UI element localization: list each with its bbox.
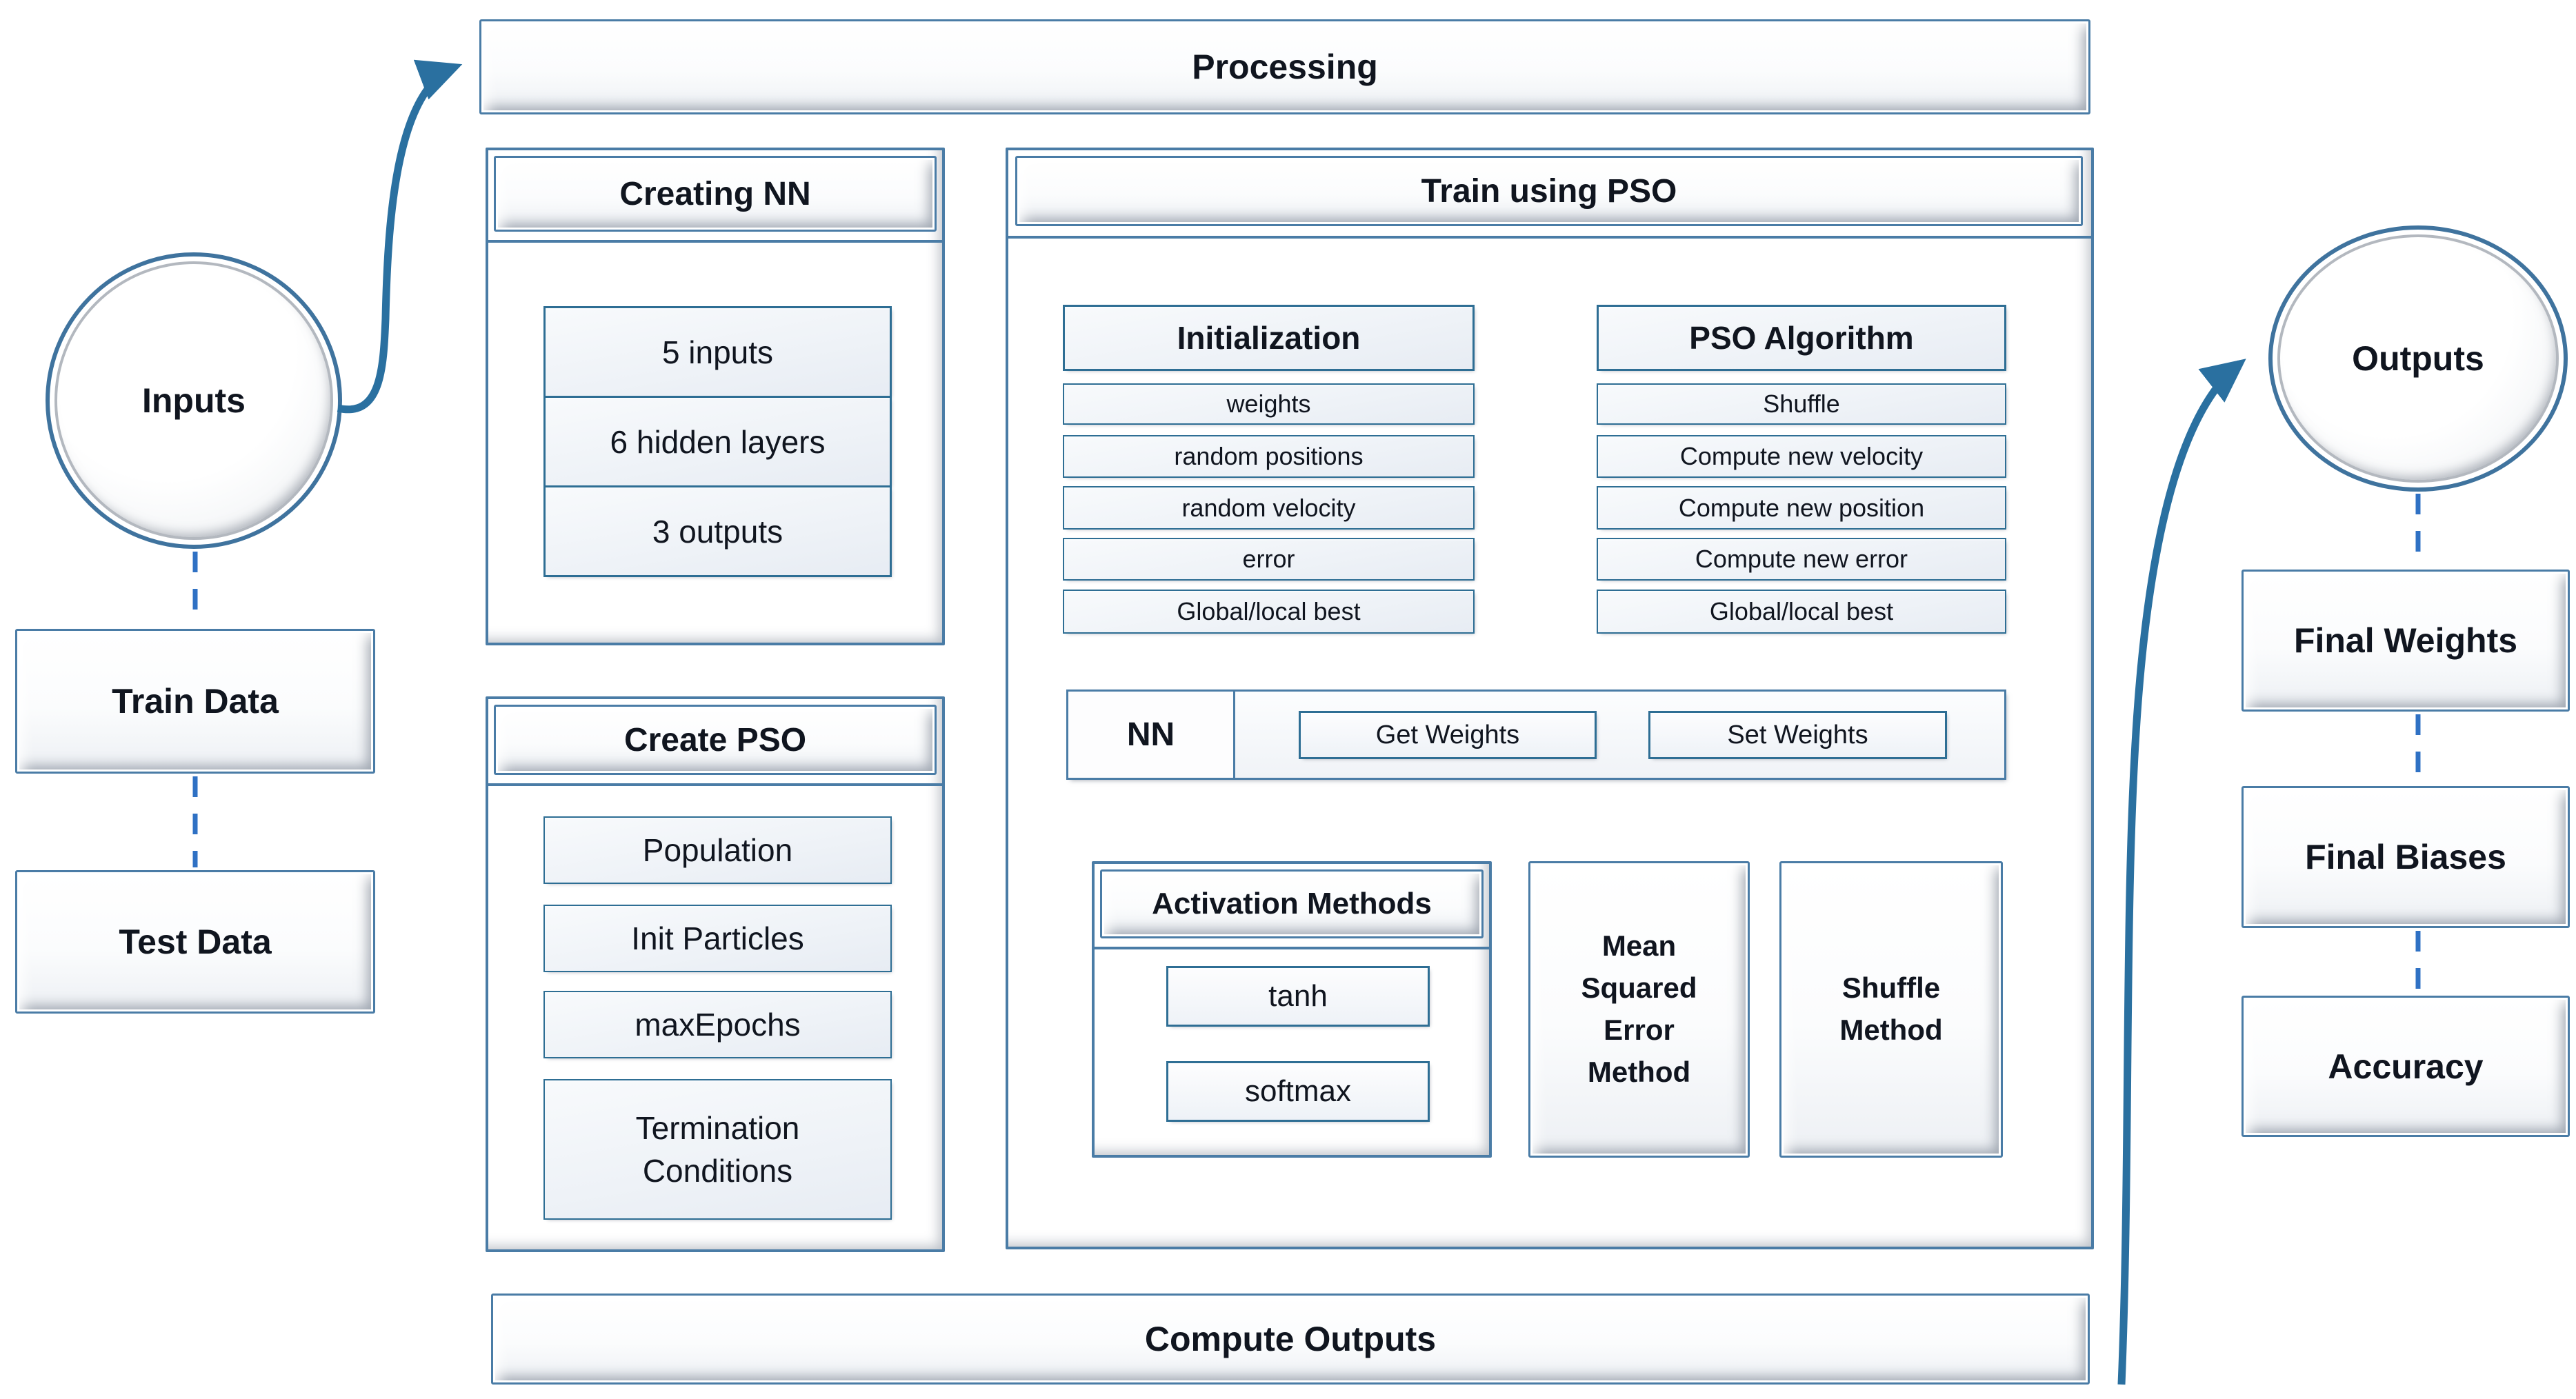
pso-new-error-row: Compute new error (1597, 538, 2006, 581)
nn-hidden-layers-label: 6 hidden layers (610, 423, 826, 460)
creating-nn-header-band (488, 150, 942, 243)
max-epochs-label: maxEpochs (635, 1007, 801, 1043)
test-data-label: Test Data (119, 923, 272, 961)
init-random-velocity-label: random velocity (1181, 493, 1356, 522)
mean-squared-error-method-label: Mean Squared Error Method (1581, 929, 1697, 1088)
final-biases-box: Final Biases (2241, 786, 2570, 928)
init-error-row: error (1063, 538, 1475, 581)
processing-label: Processing (1192, 48, 1378, 86)
pso-new-position-row: Compute new position (1597, 486, 2006, 530)
nn-hidden-layers-cell: 6 hidden layers (543, 396, 892, 487)
get-weights-label: Get Weights (1375, 720, 1520, 749)
pso-shuffle-label: Shuffle (1763, 390, 1840, 418)
train-pso-container: Train using PSO Initialization weights r… (1006, 148, 2094, 1249)
activation-title: Activation Methods (1152, 887, 1432, 920)
nn-cell: NN (1068, 692, 1235, 778)
inputs-terminal: Inputs (46, 252, 342, 549)
train-pso-title-box: Train using PSO (1015, 156, 2083, 226)
init-error-label: error (1242, 545, 1295, 573)
init-particles-box: Init Particles (543, 905, 892, 972)
inputs-terminal-inner: Inputs (54, 261, 333, 540)
tanh-label: tanh (1268, 979, 1328, 1013)
init-weights-row: weights (1063, 383, 1475, 425)
init-random-velocity-row: random velocity (1063, 486, 1475, 530)
accuracy-box: Accuracy (2241, 996, 2570, 1137)
activation-title-box: Activation Methods (1100, 869, 1484, 938)
activation-header-band (1095, 864, 1489, 949)
train-pso-title: Train using PSO (1421, 172, 1677, 210)
create-pso-title-box: Create PSO (494, 705, 937, 775)
create-pso-container: Create PSO Population Init Particles max… (486, 696, 945, 1252)
pso-new-error-label: Compute new error (1695, 545, 1908, 573)
creating-nn-title-box: Creating NN (494, 156, 937, 232)
nn-cell-label: NN (1126, 716, 1175, 753)
pso-global-local-best-row: Global/local best (1597, 590, 2006, 634)
arrow-inputs-to-processing (337, 59, 463, 414)
create-pso-header-band (488, 699, 942, 786)
train-data-box: Train Data (15, 629, 375, 774)
outputs-label: Outputs (2352, 339, 2484, 378)
mean-squared-error-method-box: Mean Squared Error Method (1528, 861, 1750, 1158)
termination-conditions-box: Termination Conditions (543, 1079, 892, 1220)
pso-algorithm-header: PSO Algorithm (1597, 305, 2006, 371)
population-label: Population (642, 832, 793, 868)
nn-outputs-cell: 3 outputs (543, 485, 892, 577)
outputs-terminal: Outputs (2268, 225, 2568, 492)
pso-global-local-best-label: Global/local best (1709, 597, 1894, 625)
inputs-label: Inputs (142, 381, 246, 420)
creating-nn-container: Creating NN 5 inputs 6 hidden layers 3 o… (486, 148, 945, 645)
outputs-terminal-inner: Outputs (2277, 234, 2559, 483)
nn-outputs-label: 3 outputs (652, 513, 783, 550)
softmax-box: softmax (1166, 1061, 1430, 1122)
train-data-label: Train Data (112, 682, 279, 721)
create-pso-title: Create PSO (623, 721, 807, 758)
compute-outputs-bar: Compute Outputs (491, 1294, 2090, 1385)
softmax-label: softmax (1244, 1074, 1352, 1108)
nn-inputs-cell: 5 inputs (543, 306, 892, 398)
test-data-box: Test Data (15, 870, 375, 1014)
nn-weights-group: NN Get Weights Set Weights (1066, 690, 2006, 780)
init-random-positions-label: random positions (1174, 442, 1364, 470)
shuffle-method-label: Shuffle Method (1839, 972, 1943, 1046)
arrow-compute-outputs-to-outputs (2117, 359, 2246, 1385)
pso-shuffle-row: Shuffle (1597, 383, 2006, 425)
final-weights-label: Final Weights (2293, 621, 2518, 660)
activation-methods-container: Activation Methods tanh softmax (1092, 861, 1492, 1158)
init-particles-label: Init Particles (631, 920, 804, 956)
population-box: Population (543, 816, 892, 884)
max-epochs-box: maxEpochs (543, 991, 892, 1058)
init-weights-label: weights (1226, 390, 1311, 418)
final-biases-label: Final Biases (2305, 838, 2506, 876)
pso-new-velocity-row: Compute new velocity (1597, 435, 2006, 478)
shuffle-method-box: Shuffle Method (1779, 861, 2003, 1158)
get-weights-box: Get Weights (1299, 711, 1597, 759)
train-pso-header-band (1008, 150, 2091, 239)
accuracy-label: Accuracy (2328, 1047, 2484, 1086)
processing-bar: Processing (479, 19, 2090, 114)
initialization-header: Initialization (1063, 305, 1475, 371)
pso-new-position-label: Compute new position (1678, 493, 1925, 522)
termination-conditions-label: Termination Conditions (635, 1109, 800, 1189)
initialization-title: Initialization (1177, 320, 1361, 356)
pso-new-velocity-label: Compute new velocity (1679, 442, 1924, 470)
set-weights-label: Set Weights (1727, 720, 1868, 749)
creating-nn-title: Creating NN (619, 175, 811, 212)
init-global-local-best-label: Global/local best (1177, 597, 1361, 625)
pso-algorithm-title: PSO Algorithm (1689, 320, 1914, 356)
set-weights-box: Set Weights (1648, 711, 1947, 759)
compute-outputs-label: Compute Outputs (1144, 1320, 1437, 1358)
tanh-box: tanh (1166, 966, 1430, 1027)
final-weights-box: Final Weights (2241, 570, 2570, 712)
init-global-local-best-row: Global/local best (1063, 590, 1475, 634)
nn-inputs-label: 5 inputs (661, 334, 774, 370)
init-random-positions-row: random positions (1063, 435, 1475, 478)
